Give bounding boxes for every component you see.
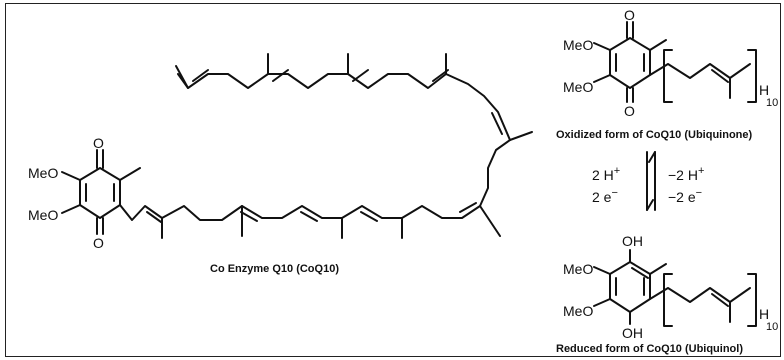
red-top-hydroxyl: OH bbox=[622, 233, 643, 249]
red-hydrogen: H bbox=[759, 306, 769, 322]
main-isoprene-chain bbox=[119, 53, 533, 239]
main-caption: Co Enzyme Q10 (CoQ10) bbox=[210, 263, 339, 275]
red-repeat-count: 10 bbox=[766, 321, 778, 333]
ox-repeat-count: 10 bbox=[766, 97, 778, 109]
reduced-hydroquinone-ring bbox=[593, 249, 757, 327]
ox-top-oxygen: O bbox=[624, 7, 635, 23]
reduced-caption: Reduced form of CoQ10 (Ubiquinol) bbox=[556, 343, 743, 355]
ox-hydrogen: H bbox=[759, 82, 769, 98]
red-bottom-hydroxyl: OH bbox=[622, 325, 643, 341]
main-top-oxygen: O bbox=[93, 135, 104, 151]
ox-methoxy-top: MeO bbox=[563, 37, 593, 53]
red-methoxy-top: MeO bbox=[563, 261, 593, 277]
main-quinone-ring bbox=[61, 149, 141, 235]
oxidized-quinone-ring bbox=[593, 21, 757, 103]
figure-frame bbox=[5, 3, 781, 357]
main-methoxy-bottom: MeO bbox=[28, 207, 58, 223]
reagent-minus-2h: −2 H+ bbox=[668, 165, 704, 183]
reagent-minus-2e: −2 e− bbox=[668, 187, 702, 205]
main-bottom-oxygen: O bbox=[93, 235, 104, 251]
oxidized-caption: Oxidized form of CoQ10 (Ubiquinone) bbox=[556, 129, 753, 141]
ox-methoxy-bottom: MeO bbox=[563, 79, 593, 95]
red-methoxy-bottom: MeO bbox=[563, 303, 593, 319]
reagent-2h: 2 H+ bbox=[592, 165, 620, 183]
ox-bottom-oxygen: O bbox=[624, 103, 635, 119]
reagent-2e: 2 e− bbox=[592, 187, 618, 205]
equilibrium-arrows bbox=[646, 151, 656, 211]
main-methoxy-top: MeO bbox=[28, 165, 58, 181]
